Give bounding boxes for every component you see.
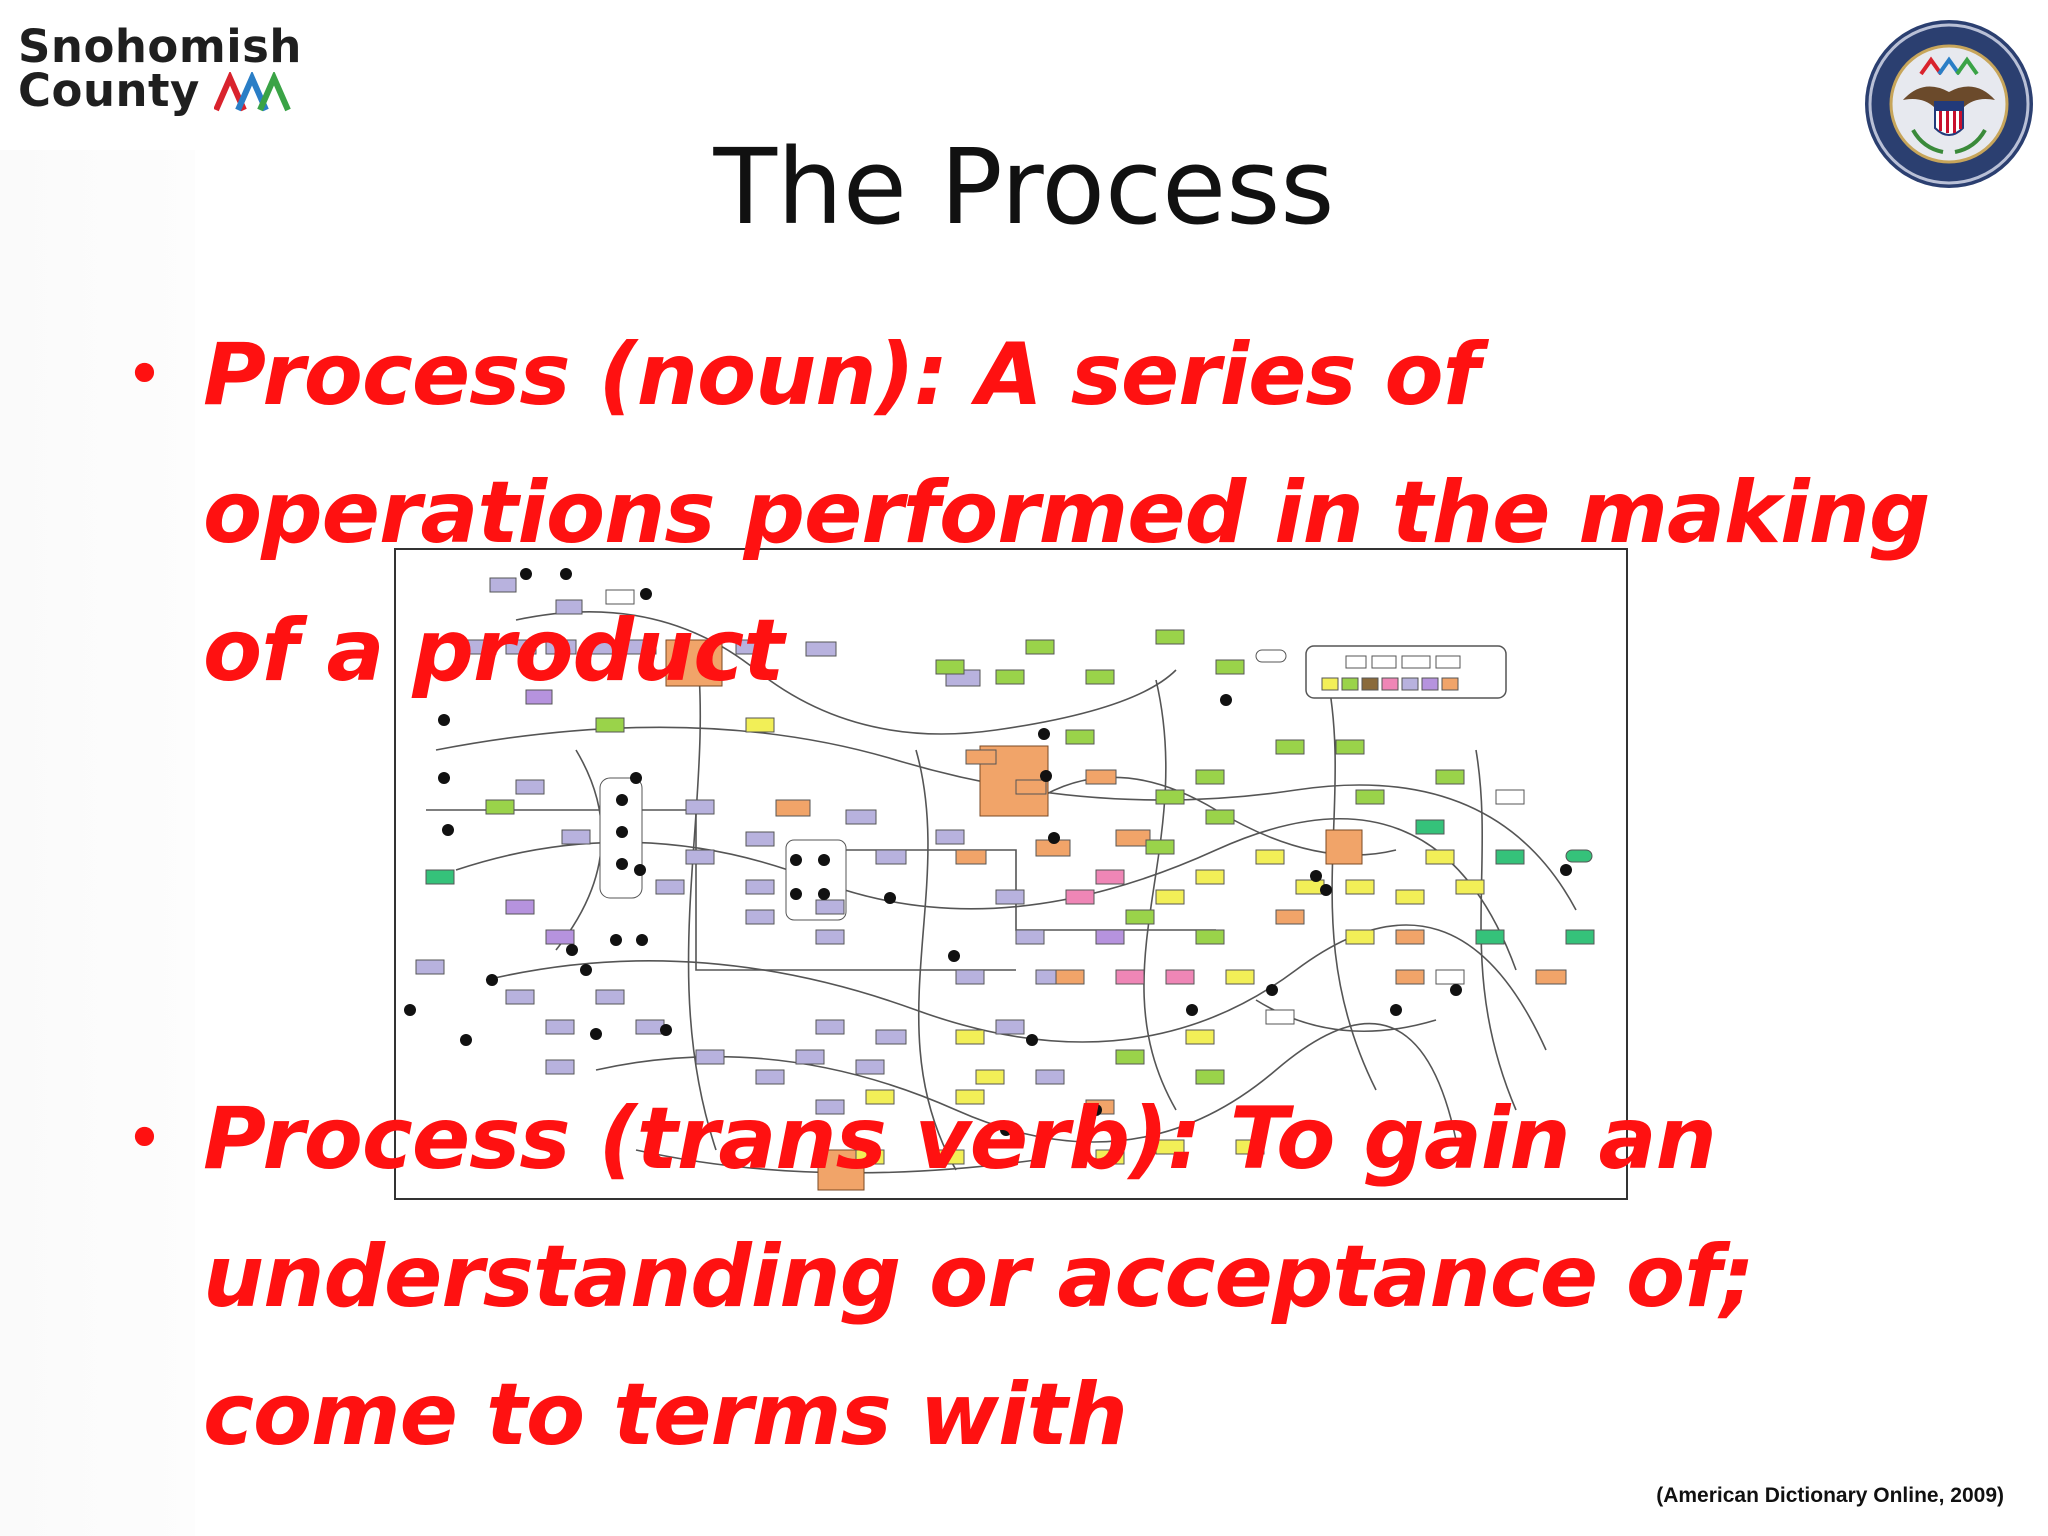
slide-title: The Process (713, 126, 1335, 248)
bullet-dot: • (125, 1100, 164, 1177)
bullet-text: Process (noun): A series of operations p… (203, 325, 1930, 701)
bullet-text: Process (trans verb): To gain an underst… (203, 1089, 1755, 1465)
flowchart-image (404, 568, 1595, 1191)
emergency-management-seal (1863, 18, 2035, 190)
mountains-icon (214, 72, 291, 112)
process-flowchart-diagram (394, 548, 1628, 1200)
bullet-dot: • (125, 336, 164, 413)
slide-margin-tint (0, 150, 195, 1536)
seal-icon (1865, 20, 2033, 188)
citation: (American Dictionary Online, 2009) (1656, 1484, 2004, 1507)
logo-line2: County (18, 64, 200, 117)
county-logo: Snohomish County (18, 20, 338, 120)
logo-line1: Snohomish (18, 20, 302, 73)
